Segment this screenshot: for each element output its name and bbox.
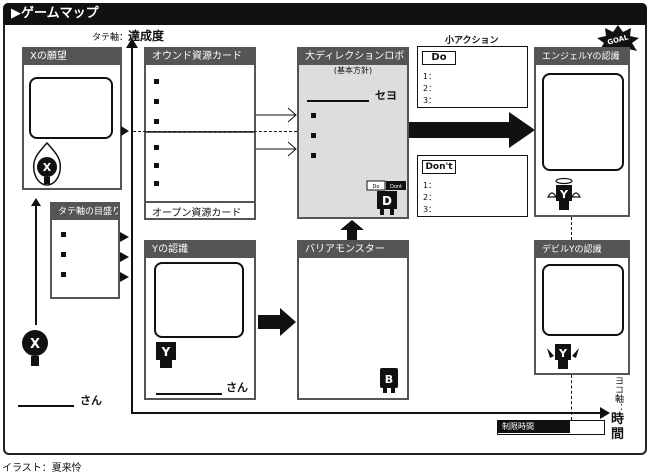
time-limit-label: 制限時間 xyxy=(498,421,570,433)
y-recognition-speech-bubble[interactable] xyxy=(154,262,244,338)
player-name-suffix: さん xyxy=(80,394,102,407)
do-box: Do 1： 2： 3： xyxy=(417,46,528,108)
x-wish-header: Xの願望 xyxy=(24,49,120,65)
dashed-guide-line xyxy=(133,131,297,132)
illustration-credit: イラスト：夏来怜 xyxy=(2,463,82,474)
b-monster-icon: B xyxy=(380,368,398,393)
robo-bullet-3 xyxy=(311,153,316,158)
devil-y-character-icon: Y xyxy=(547,344,579,369)
big-direction-subtitle: (基本方針) xyxy=(333,66,373,75)
x-character-flame-icon: X xyxy=(32,141,62,186)
scale-bullet-1 xyxy=(61,232,66,237)
y-name-suffix: さん xyxy=(226,381,248,394)
do-item-3[interactable]: 3： xyxy=(423,96,437,105)
horizontal-axis-title: 時間 xyxy=(611,412,625,442)
angel-y-speech-bubble[interactable] xyxy=(542,73,624,171)
d-robot-icon: Do Dont D xyxy=(366,180,406,215)
dont-box: Don't 1： 2： 3： xyxy=(417,155,528,217)
resources-to-robo-arrows-icon xyxy=(256,107,297,157)
do-item-1[interactable]: 1： xyxy=(423,72,437,81)
owned-resources-header: オウンド資源カード xyxy=(146,49,254,65)
big-direction-panel: 大ディレクションロボ (基本方針) セヨ Do Dont D xyxy=(297,47,409,219)
goal-badge-icon: GOAL xyxy=(597,25,639,54)
barrier-up-arrow-icon xyxy=(340,220,364,240)
svg-text:X: X xyxy=(30,337,40,352)
vertical-scale-panel: タテ軸の目盛り xyxy=(50,202,120,299)
vertical-axis-prefix: タテ軸： xyxy=(92,33,129,43)
dont-label: Don't xyxy=(422,160,456,174)
barrier-monster-panel: バリアモンスター B xyxy=(297,240,409,400)
x-wish-arrow-icon xyxy=(121,126,129,136)
player-name-line[interactable] xyxy=(18,405,74,407)
owned-bullet-1 xyxy=(154,79,159,84)
owned-resources-panel: オウンド資源カード オープン資源カード xyxy=(144,47,256,220)
vertical-axis-arrow-icon xyxy=(126,38,138,48)
dont-item-2[interactable]: 2： xyxy=(423,193,437,202)
small-action-title: 小アクション xyxy=(445,36,499,46)
robo-to-goal-arrow-icon xyxy=(409,112,535,148)
angel-y-header: エンジェルYの認識 xyxy=(536,49,628,65)
horizontal-axis-prefix: ヨコ軸： xyxy=(613,376,623,412)
devil-y-panel: デビルYの認識 Y xyxy=(534,240,630,375)
time-limit-bar[interactable]: 制限時間 xyxy=(497,420,605,435)
svg-text:Do: Do xyxy=(373,184,380,190)
se-yo-label: セヨ xyxy=(375,89,397,102)
do-item-2[interactable]: 2： xyxy=(423,84,437,93)
svg-text:Y: Y xyxy=(559,188,569,201)
vertical-axis-line xyxy=(131,44,133,414)
open-bullet-3 xyxy=(154,181,159,186)
devil-time-connector xyxy=(571,375,572,420)
svg-text:D: D xyxy=(382,194,392,208)
y-name-line[interactable] xyxy=(156,393,222,395)
dont-item-3[interactable]: 3： xyxy=(423,205,437,214)
svg-text:X: X xyxy=(43,161,52,174)
vertical-scale-header: タテ軸の目盛り xyxy=(52,204,118,220)
x-character-icon: X xyxy=(22,330,48,366)
se-yo-line[interactable] xyxy=(307,100,369,102)
y-recognition-header: Yの認識 xyxy=(146,242,254,258)
y-recognition-panel: Yの認識 Y さん xyxy=(144,240,256,400)
y-to-barrier-arrow-icon xyxy=(258,308,296,336)
dont-item-1[interactable]: 1： xyxy=(423,181,437,190)
horizontal-axis-line xyxy=(131,412,601,414)
open-resources-label: オープン資源カード xyxy=(152,208,242,219)
open-bullet-2 xyxy=(154,163,159,168)
devil-y-header: デビルYの認識 xyxy=(536,242,628,258)
x-up-line xyxy=(35,205,37,325)
y-character-icon: Y xyxy=(156,342,176,368)
vertical-axis-title: 達成度 xyxy=(128,29,165,43)
svg-text:Dont: Dont xyxy=(390,184,402,190)
svg-text:Y: Y xyxy=(161,345,171,359)
do-label: Do xyxy=(422,51,456,65)
svg-text:Y: Y xyxy=(558,347,568,360)
x-wish-speech-bubble[interactable] xyxy=(29,77,113,139)
robo-bullet-1 xyxy=(311,113,316,118)
barrier-monster-header: バリアモンスター xyxy=(299,242,407,258)
angel-y-character-icon: Y xyxy=(547,177,581,210)
angel-devil-connector xyxy=(571,217,572,240)
scale-bullet-3 xyxy=(61,272,66,277)
map-title: ▶ゲームマップ xyxy=(3,3,647,25)
horizontal-axis-arrow-icon xyxy=(600,407,610,419)
open-bullet-1 xyxy=(154,145,159,150)
owned-bullet-3 xyxy=(154,119,159,124)
owned-bullet-2 xyxy=(154,99,159,104)
devil-y-speech-bubble[interactable] xyxy=(542,264,624,336)
x-wish-panel: Xの願望 X xyxy=(22,47,122,190)
robo-bullet-2 xyxy=(311,133,316,138)
big-direction-header: 大ディレクションロボ xyxy=(299,49,407,65)
svg-text:B: B xyxy=(385,373,393,386)
vertical-scale-arrows-icon xyxy=(120,232,129,282)
open-divider xyxy=(146,201,254,203)
x-up-arrow-icon xyxy=(31,198,41,206)
vertical-axis-label: タテ軸：達成度 xyxy=(92,27,164,44)
angel-y-panel: エンジェルYの認識 Y xyxy=(534,47,630,217)
scale-bullet-2 xyxy=(61,252,66,257)
